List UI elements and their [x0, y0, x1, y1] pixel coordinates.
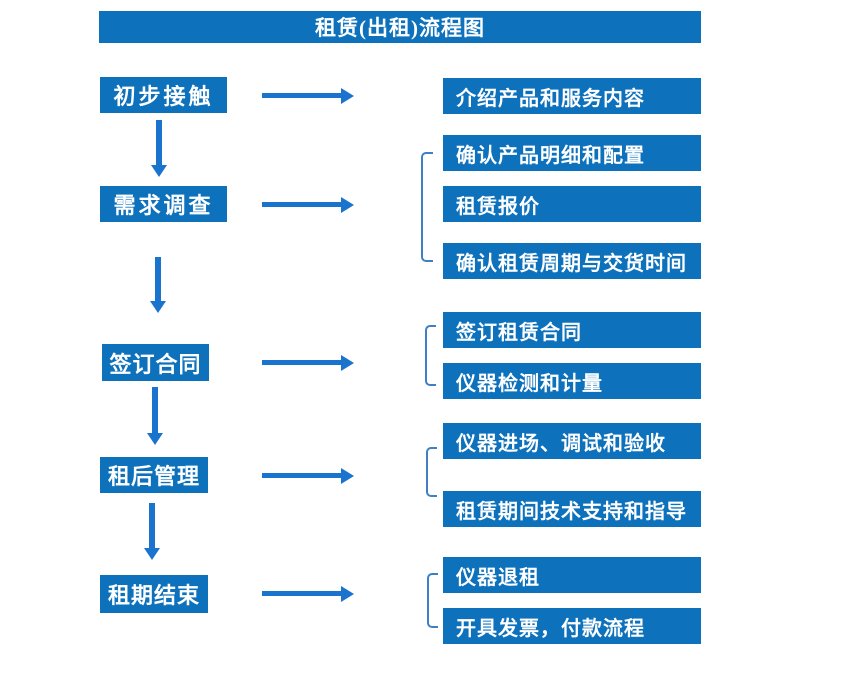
step-box-initial-contact: 初步接触	[100, 77, 227, 113]
right-arrow-rental-end	[262, 591, 341, 596]
down-arrow-step1-step2	[156, 120, 162, 165]
right-arrow-demand-survey	[262, 202, 341, 207]
group-bracket-rental-end	[427, 573, 438, 628]
detail-box-tech-support: 租赁期间技术支持和指导	[443, 491, 701, 527]
detail-box-confirm-rental-period: 确认租赁周期与交货时间	[443, 243, 701, 279]
step-box-sign-contract: 签订合同	[102, 344, 209, 381]
step-box-post-rental-management: 租后管理	[100, 457, 208, 493]
group-bracket-demand-survey	[421, 152, 433, 262]
right-arrow-initial-contact	[262, 93, 341, 98]
right-arrow-post-rental-management	[262, 473, 341, 478]
down-arrow-step4-step5	[149, 503, 155, 548]
detail-box-instrument-testing: 仪器检测和计量	[443, 363, 701, 399]
down-arrow-step2-step3	[155, 257, 161, 301]
step-box-demand-survey: 需求调查	[100, 186, 227, 222]
detail-box-instrument-return: 仪器退租	[443, 557, 701, 593]
flowchart-title: 租赁(出租)流程图	[99, 11, 701, 43]
down-arrow-step3-step4	[152, 387, 158, 433]
group-bracket-sign-contract	[425, 325, 436, 386]
detail-box-introduce-products: 介绍产品和服务内容	[443, 78, 701, 114]
detail-box-invoice-payment: 开具发票，付款流程	[443, 608, 701, 644]
group-bracket-post-rental-management	[426, 447, 437, 497]
detail-box-sign-rental-contract: 签订租赁合同	[443, 312, 701, 348]
step-box-rental-end: 租期结束	[100, 575, 208, 613]
detail-box-instrument-setup-acceptance: 仪器进场、调试和验收	[443, 423, 701, 459]
right-arrow-sign-contract	[262, 360, 341, 365]
detail-box-rental-quote: 租赁报价	[443, 186, 701, 222]
detail-box-confirm-product-config: 确认产品明细和配置	[443, 135, 701, 171]
